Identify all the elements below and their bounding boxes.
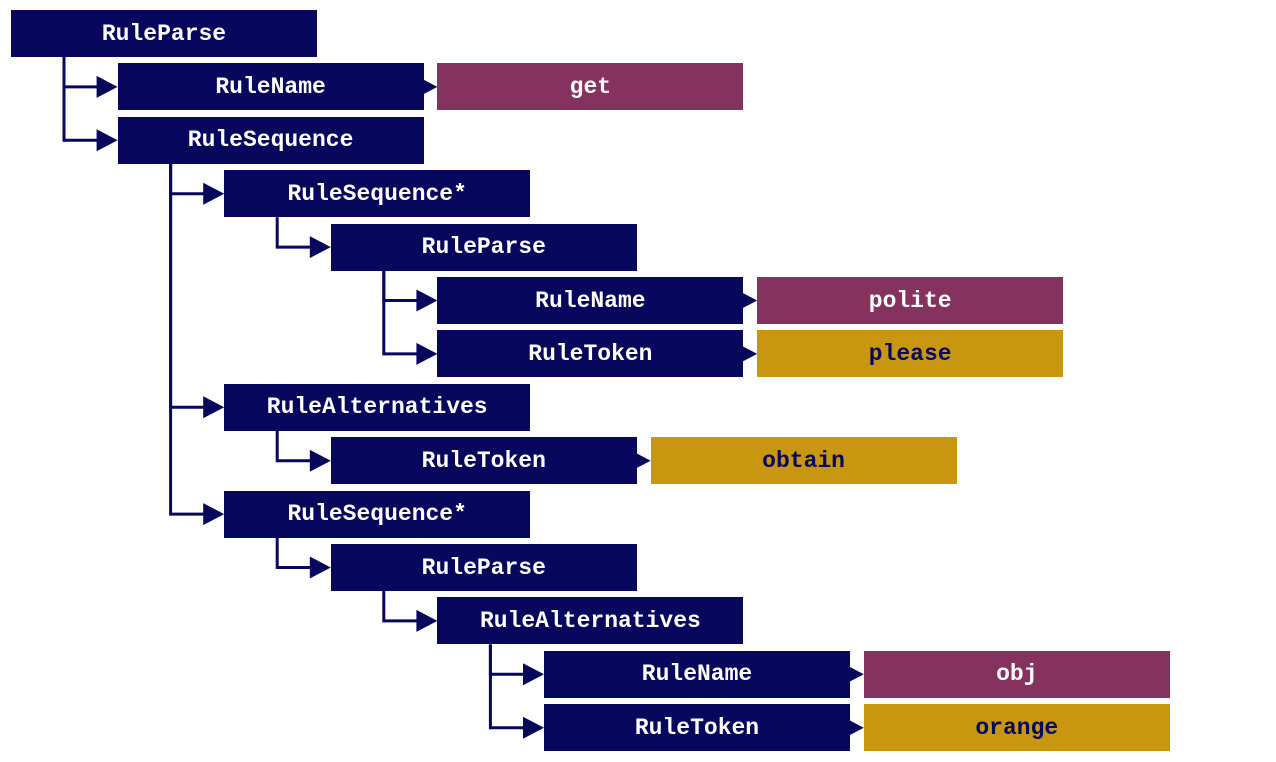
node-ruletoken: RuleToken (437, 330, 744, 378)
value-name-polite-label: polite (868, 287, 952, 314)
arrow-head-icon (416, 342, 438, 365)
arrow-head-icon (203, 503, 225, 526)
arrow-head-icon (523, 716, 544, 739)
node-rulename: RuleName (437, 277, 744, 324)
node-ruleparse: RuleParse (330, 223, 637, 271)
node-ruletoken: RuleToken (544, 704, 850, 752)
value-name-obj-label: obj (996, 661, 1038, 688)
node-rulesequence-label: RuleSequence (187, 127, 354, 154)
arrow-head-icon (203, 182, 225, 205)
node-rulealternatives-label: RuleAlternatives (266, 394, 488, 421)
value-token-please: please (757, 330, 1064, 378)
node-rulealternatives: RuleAlternatives (437, 597, 744, 645)
arrow-head-icon (309, 556, 331, 579)
value-token-orange-label: orange (975, 714, 1059, 741)
node-rulename: RuleName (117, 63, 424, 111)
node-rulesequence-star: RuleSequence* (224, 490, 531, 538)
value-token-obtain: obtain (650, 437, 957, 485)
arrow-head-icon (309, 236, 331, 259)
value-name-obj: obj (863, 650, 1170, 698)
node-ruleparse-label: RuleParse (101, 20, 227, 47)
node-rulesequence-star-label: RuleSequence* (287, 501, 467, 528)
arrow-head-icon (309, 449, 331, 472)
node-rulesequence-star-label: RuleSequence* (287, 180, 467, 207)
arrow-head-icon (96, 75, 118, 98)
node-rulename-label: RuleName (535, 287, 646, 314)
arrow-head-icon (416, 289, 438, 312)
node-ruletoken: RuleToken (330, 437, 637, 485)
value-token-please-label: please (868, 340, 952, 367)
node-rulename: RuleName (544, 650, 850, 698)
node-rulename-label: RuleName (641, 661, 753, 688)
node-rulename-label: RuleName (215, 73, 326, 100)
node-rulesequence-star: RuleSequence* (224, 170, 531, 218)
value-name-get: get (437, 63, 744, 111)
node-ruleparse-label: RuleParse (421, 554, 546, 581)
node-ruleparse: RuleParse (330, 544, 637, 591)
node-rulealternatives: RuleAlternatives (224, 383, 531, 431)
node-ruleparse: RuleParse (11, 10, 317, 57)
arrow-head-icon (203, 396, 225, 419)
node-rulesequence: RuleSequence (117, 116, 424, 164)
node-rulealternatives-label: RuleAlternatives (479, 607, 701, 634)
value-name-get-label: get (569, 73, 612, 100)
node-ruletoken-label: RuleToken (421, 447, 546, 474)
node-ruletoken-label: RuleToken (634, 714, 760, 741)
node-ruletoken-label: RuleToken (528, 340, 653, 367)
arrow-head-icon (523, 663, 544, 686)
value-name-polite: polite (757, 277, 1064, 324)
value-token-obtain-label: obtain (762, 447, 845, 474)
arrow-head-icon (416, 609, 438, 632)
arrow-head-icon (96, 129, 118, 152)
value-token-orange: orange (863, 704, 1170, 752)
node-ruleparse-label: RuleParse (421, 234, 546, 261)
